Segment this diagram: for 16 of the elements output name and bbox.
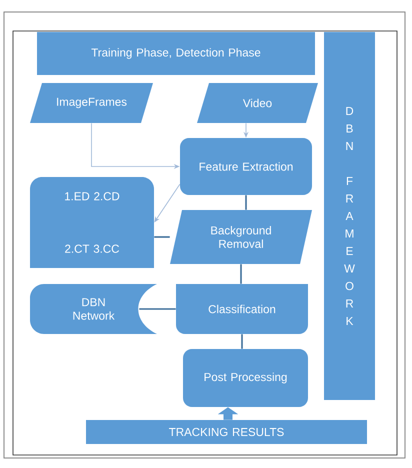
connector-line [245,195,247,210]
process-box: Post Processing [183,349,308,407]
input-parallelogram: Video [197,83,318,123]
input-parallelogram: ImageFrames [30,83,153,123]
banner-box: Training Phase, Detection Phase [37,32,315,75]
connector-line [241,334,243,349]
banner-box: TRACKING RESULTS [86,420,367,444]
process-box: Classification [176,284,308,334]
process-box: Feature Extraction [180,138,312,195]
rounded-box: 1.ED 2.CD 2.CT 3.CC [30,177,154,268]
vertical-banner: DBN FRAMEWORK [324,32,375,400]
process-parallelogram: Background Removal [170,210,312,264]
connector-line [240,264,242,284]
connector-line [139,308,176,310]
connector-line [154,236,170,238]
arrow [154,184,180,222]
